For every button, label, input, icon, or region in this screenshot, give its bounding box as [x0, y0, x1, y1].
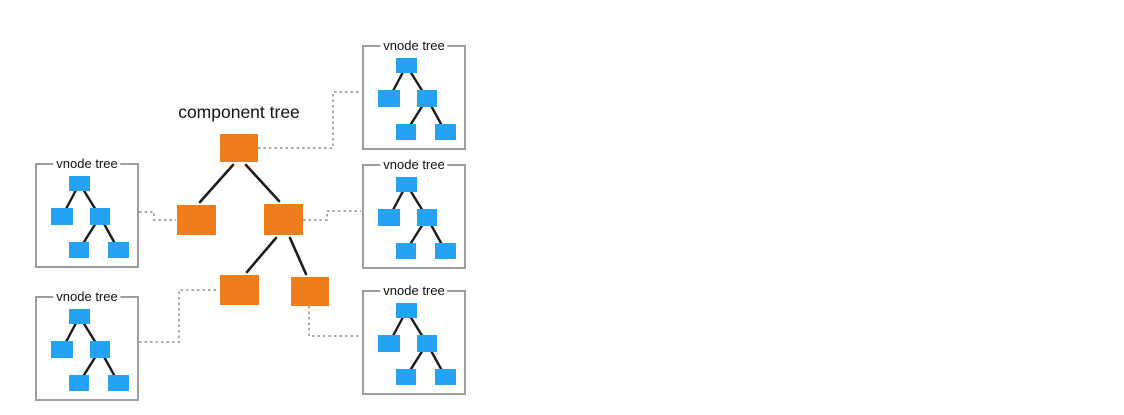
- link-root-to-topright-box: [258, 91, 361, 149]
- component-tree-title: component tree: [178, 102, 300, 122]
- vnode-child-left-node: [378, 209, 400, 226]
- vnode-root-node: [396, 303, 417, 318]
- vnode-box-bottom-left: vnode tree: [35, 289, 139, 401]
- vnode-tree-graphic: [378, 58, 456, 140]
- vnode-root-node: [396, 58, 417, 73]
- vnode-tree-graphic: [51, 176, 129, 258]
- link-grandchildright-to-bottomright-box: [308, 306, 361, 337]
- edge-childright-grandchildright: [288, 236, 308, 276]
- vnode-child-right-node: [90, 208, 110, 225]
- vnode-box-middle-left: vnode tree: [35, 156, 139, 268]
- vnode-box-middle-right: vnode tree: [362, 157, 466, 269]
- vnode-child-right-node: [417, 335, 437, 352]
- edge-root-childright: [244, 163, 281, 203]
- vnode-box-top-right: vnode tree: [362, 38, 466, 150]
- vnode-grandchild-left-node: [396, 124, 416, 140]
- vnode-box-label: vnode tree: [380, 157, 448, 173]
- vnode-box-label: vnode tree: [53, 156, 121, 172]
- vnode-grandchild-left-node: [396, 243, 416, 259]
- component-child-left-node: [177, 205, 216, 235]
- vnode-root-node: [69, 176, 90, 191]
- vnode-child-left-node: [51, 208, 73, 225]
- vnode-box-label: vnode tree: [380, 283, 448, 299]
- component-root-node: [220, 134, 258, 162]
- edge-childright-grandchildleft: [245, 236, 278, 274]
- vnode-child-right-node: [90, 341, 110, 358]
- vnode-child-left-node: [51, 341, 73, 358]
- link-middleleft-box-to-childleft: [139, 211, 176, 221]
- component-grandchild-right-node: [291, 277, 329, 306]
- component-grandchild-left-node: [220, 275, 259, 305]
- vnode-grandchild-right-node: [108, 375, 129, 391]
- vnode-grandchild-right-node: [435, 124, 456, 140]
- vnode-box-label: vnode tree: [380, 38, 448, 54]
- link-childright-to-middleright-box: [303, 210, 361, 221]
- vnode-box-label: vnode tree: [53, 289, 121, 305]
- vnode-root-node: [69, 309, 90, 324]
- vnode-grandchild-left-node: [69, 242, 89, 258]
- component-child-right-node: [264, 204, 303, 235]
- vnode-grandchild-right-node: [435, 243, 456, 259]
- vnode-child-right-node: [417, 90, 437, 107]
- vnode-grandchild-left-node: [396, 369, 416, 385]
- vnode-child-right-node: [417, 209, 437, 226]
- vnode-root-node: [396, 177, 417, 192]
- vnode-tree-graphic: [378, 177, 456, 259]
- vnode-grandchild-right-node: [435, 369, 456, 385]
- vnode-box-bottom-right: vnode tree: [362, 283, 466, 395]
- vnode-grandchild-left-node: [69, 375, 89, 391]
- vnode-tree-graphic: [51, 309, 129, 391]
- vnode-child-left-node: [378, 90, 400, 107]
- edge-root-childleft: [198, 163, 235, 204]
- link-bottomleft-box-to-grandchildleft: [139, 289, 219, 343]
- vnode-child-left-node: [378, 335, 400, 352]
- vnode-grandchild-right-node: [108, 242, 129, 258]
- vnode-tree-graphic: [378, 303, 456, 385]
